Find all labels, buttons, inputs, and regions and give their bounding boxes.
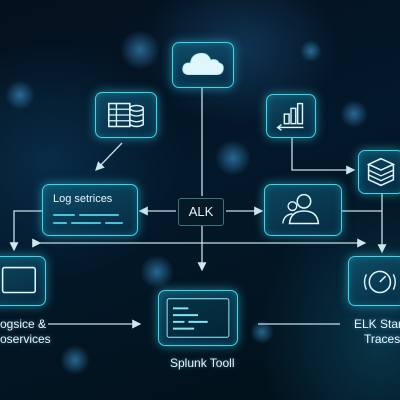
chart-node[interactable] [266, 94, 316, 138]
cloud-icon [182, 52, 224, 76]
log-line [71, 222, 101, 224]
people-node[interactable] [264, 184, 342, 236]
bar-chart-icon [276, 102, 304, 131]
chart-to-cube-arrow [291, 138, 356, 175]
log-to-left-arrow [9, 210, 42, 252]
elk-node[interactable] [348, 256, 400, 306]
database-to-log-arrow [95, 142, 123, 171]
cube-icon [366, 157, 396, 187]
database-node[interactable] [95, 92, 157, 138]
cube-node[interactable] [358, 150, 400, 194]
log-line [53, 222, 67, 224]
database-icon [108, 102, 144, 128]
left-service-node[interactable] [0, 256, 46, 306]
splunk-node[interactable] [158, 290, 238, 346]
splunk-label: Splunk Tooll [170, 356, 235, 370]
monitor-icon [1, 266, 37, 294]
left-service-label-2: oservices [0, 332, 51, 346]
log-line [105, 222, 123, 224]
people-icon [282, 193, 320, 225]
alk-node[interactable]: ALK [178, 198, 224, 226]
gauge-icon [363, 270, 396, 294]
log-line [79, 214, 119, 216]
elk-label-2: Traces [364, 332, 400, 346]
left-service-label-1: ogsice & [0, 317, 47, 331]
log-services-node[interactable]: Log setrices [42, 184, 138, 236]
log-services-label: Log setrices [53, 193, 113, 205]
elk-label-1: ELK Starr [354, 317, 400, 331]
log-line [53, 214, 75, 216]
terminal-icon [166, 298, 230, 338]
cloud-node[interactable] [172, 42, 234, 88]
